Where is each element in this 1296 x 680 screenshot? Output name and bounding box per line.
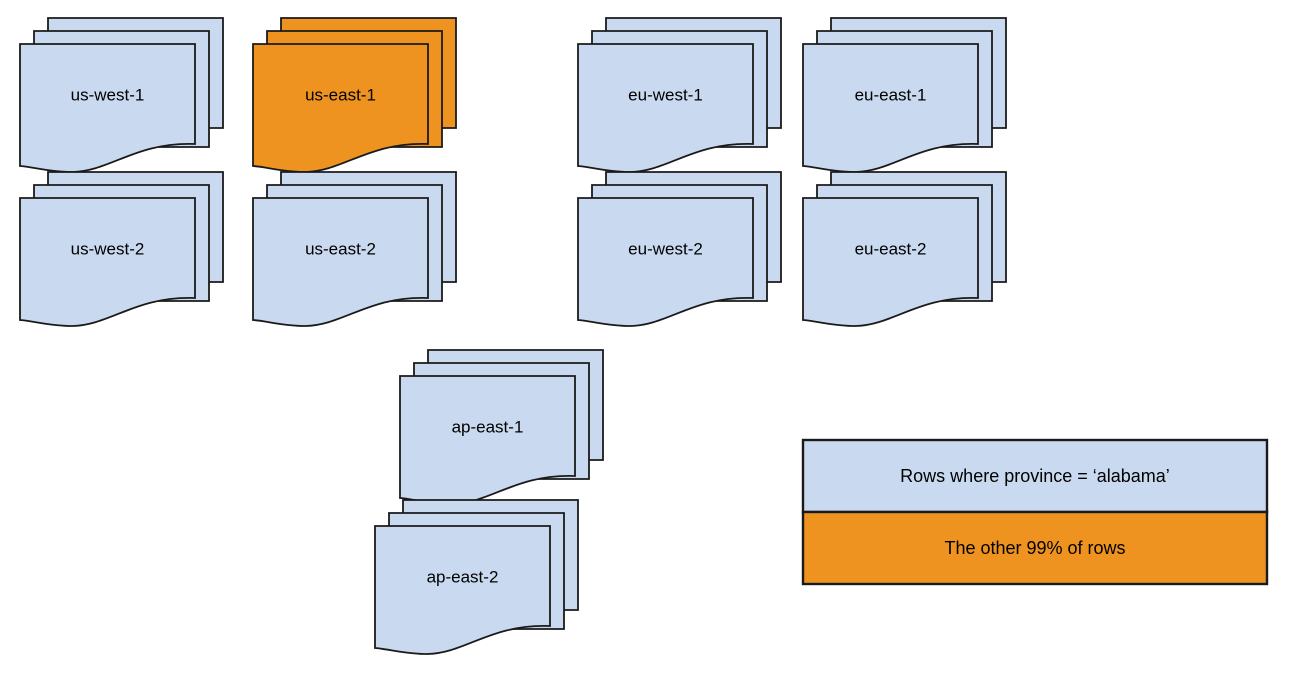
stack-label-us-east-1: us-east-1 (305, 85, 376, 104)
stack-sheet-front (19, 197, 196, 327)
document-stack-eu-west-1[interactable]: eu-west-1 (577, 17, 782, 173)
legend-swatch-legend-blue (801, 438, 1269, 514)
stack-sheet-front (19, 43, 196, 173)
legend-swatch-legend-orange (801, 510, 1269, 586)
document-stacks: us-west-1 us-east-1 eu-west-1 eu-east-1 us-w… (19, 17, 1007, 655)
document-stack-us-east-1[interactable]: us-east-1 (252, 17, 457, 173)
stack-sheet-front (802, 43, 979, 173)
document-stack-eu-east-1[interactable]: eu-east-1 (802, 17, 1007, 173)
stack-label-us-east-2: us-east-2 (305, 239, 376, 258)
stack-label-us-west-1: us-west-1 (71, 85, 145, 104)
document-stack-eu-west-2[interactable]: eu-west-2 (577, 171, 782, 327)
stack-sheet-front (252, 43, 429, 173)
stack-sheet-front (374, 525, 551, 655)
stack-sheet-front (252, 197, 429, 327)
stack-sheet-front (577, 43, 754, 173)
stack-label-eu-east-1: eu-east-1 (855, 85, 927, 104)
legend-row-legend-orange: The other 99% of rows (801, 510, 1269, 586)
stack-label-ap-east-1: ap-east-1 (452, 417, 524, 436)
stack-sheet-front (577, 197, 754, 327)
stack-sheet-front (399, 375, 576, 505)
document-stack-us-west-2[interactable]: us-west-2 (19, 171, 224, 327)
stack-label-eu-east-2: eu-east-2 (855, 239, 927, 258)
stack-label-eu-west-2: eu-west-2 (628, 239, 703, 258)
legend-label-legend-orange: The other 99% of rows (944, 538, 1125, 558)
document-stack-eu-east-2[interactable]: eu-east-2 (802, 171, 1007, 327)
document-stack-us-west-1[interactable]: us-west-1 (19, 17, 224, 173)
stack-label-ap-east-2: ap-east-2 (427, 567, 499, 586)
legend-row-legend-blue: Rows where province = ‘alabama’ (801, 438, 1269, 514)
document-stack-ap-east-2[interactable]: ap-east-2 (374, 499, 579, 655)
stack-label-eu-west-1: eu-west-1 (628, 85, 703, 104)
document-stack-us-east-2[interactable]: us-east-2 (252, 171, 457, 327)
legend: Rows where province = ‘alabama’ The other… (801, 438, 1269, 586)
document-stack-ap-east-1[interactable]: ap-east-1 (399, 349, 604, 505)
stack-label-us-west-2: us-west-2 (71, 239, 145, 258)
legend-label-legend-blue: Rows where province = ‘alabama’ (900, 466, 1170, 486)
stack-sheet-front (802, 197, 979, 327)
